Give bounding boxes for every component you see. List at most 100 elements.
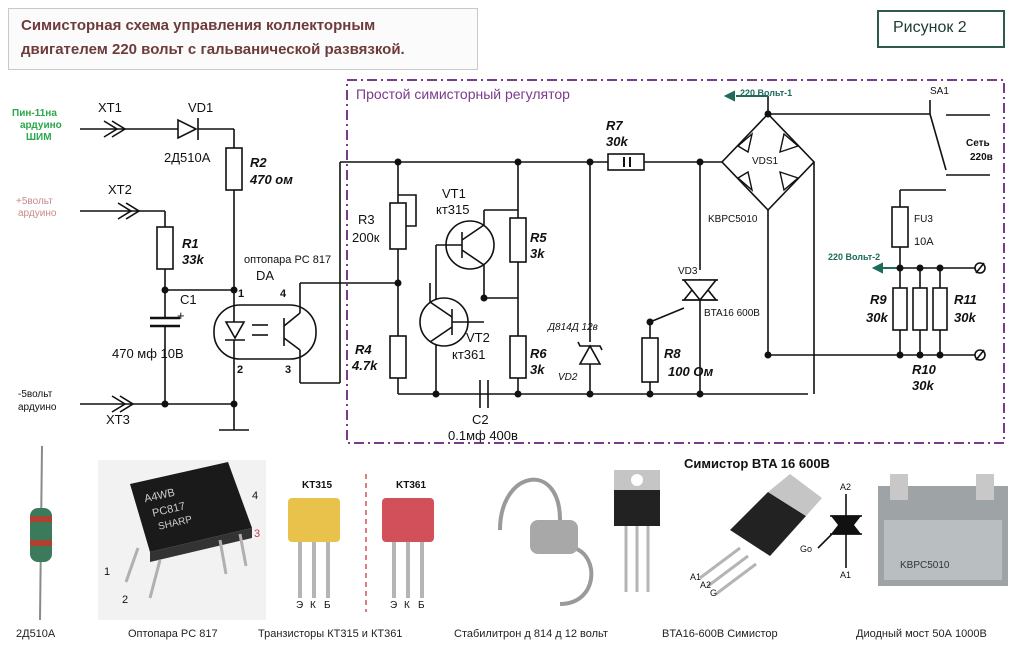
r2-label: R2 — [250, 155, 267, 170]
bridge-photo — [878, 474, 1008, 586]
triac-sym-a1: A1 — [840, 570, 852, 580]
opto-photo-pin-1: 1 — [104, 566, 111, 578]
r10-value: 30k — [912, 378, 934, 393]
c1-plus: + — [177, 308, 185, 323]
opto-pin-4: 4 — [280, 288, 287, 300]
triac-photo-upright — [614, 470, 660, 592]
vd2-label: VD2 — [558, 372, 578, 383]
r9-label: R9 — [870, 292, 887, 307]
r10-label: R10 — [912, 362, 936, 377]
opto-photo-pin-2: 2 — [122, 594, 129, 606]
zener-photo — [498, 477, 594, 606]
triac-pin-g: G — [710, 588, 718, 598]
vt1-label: VT1 — [442, 186, 466, 201]
r5-label: R5 — [530, 230, 547, 245]
figure-label: Рисунок 2 — [893, 19, 967, 36]
caption-bridge: Диодный мост 50А 1000В — [856, 628, 987, 640]
vd1-type: 2Д510А — [164, 150, 211, 165]
triac-sym-g: Go — [800, 544, 813, 554]
opto-photo-pin-4: 4 — [252, 490, 259, 502]
c1-label: C1 — [180, 292, 197, 307]
kt361-pin-k: К — [404, 600, 410, 611]
r8-label: R8 — [664, 346, 681, 361]
r8-value: 100 Ом — [668, 364, 714, 379]
opto-pin-2: 2 — [237, 364, 244, 376]
vd2-type: Д814Д 12в — [548, 322, 598, 333]
caption-transistors: Транзисторы КТ315 и КТ361 — [258, 628, 403, 640]
pin-label-3: ШИМ — [26, 132, 52, 143]
triac-pin-a2: A2 — [700, 580, 712, 590]
plus5-label-2: ардуино — [18, 208, 57, 219]
net-voltage: 220в — [970, 152, 993, 163]
fu3-value: 10А — [914, 236, 934, 248]
kt315-pin-k: К — [310, 600, 316, 611]
r3-label: R3 — [358, 212, 375, 227]
r9-value: 30k — [866, 310, 888, 325]
triac-sym-a2: A2 — [840, 482, 852, 492]
title-line-1: Симисторная схема управления коллекторны… — [21, 17, 376, 34]
opto-pin-3: 3 — [285, 364, 292, 376]
r6-label: R6 — [530, 346, 547, 361]
title-line-2: двигателем 220 вольт с гальванической ра… — [21, 41, 405, 58]
kt361-pin-e: Э — [390, 600, 398, 611]
xt1-label: XT1 — [98, 100, 122, 115]
kt315-pin-e: Э — [296, 600, 304, 611]
opto-photo-pin-3: 3 — [254, 528, 261, 540]
net-label: Сеть — [966, 138, 990, 149]
minus5-label-2: ардуино — [18, 402, 57, 413]
r7-label: R7 — [606, 118, 623, 133]
vds1-label: VDS1 — [752, 156, 779, 167]
r4-value: 4.7k — [352, 358, 378, 373]
xt3-label: XT3 — [106, 412, 130, 427]
vd1-label: VD1 — [188, 100, 214, 115]
vd3-type: BTA16 600B — [704, 308, 760, 319]
caption-optocoupler: Оптопара PC 817 — [128, 628, 218, 640]
triac-heading: Симистор BTA 16 600В — [684, 456, 830, 471]
caption-diode: 2Д510А — [16, 628, 56, 640]
caption-zener: Стабилитрон д 814 д 12 вольт — [454, 628, 608, 640]
r3-value: 200к — [352, 230, 380, 245]
bridge-type: KBPC5010 — [708, 214, 758, 225]
kt361-pin-b: Б — [418, 600, 425, 611]
minus5-label-1: -5вольт — [18, 389, 53, 400]
r11-value: 30k — [954, 310, 976, 325]
bridge-marking: KBPC5010 — [900, 560, 950, 571]
vt2-label: VT2 — [466, 330, 490, 345]
vd3-label: VD3 — [678, 266, 698, 277]
c1-value: 470 мф 10В — [112, 346, 184, 361]
r7-value: 30k — [606, 134, 628, 149]
v220-1-label: 220 Вольт-1 — [740, 88, 793, 98]
opto-pin-1: 1 — [238, 288, 245, 300]
plus5-label-1: +5вольт — [16, 196, 53, 207]
optocoupler-photo — [98, 460, 266, 620]
kt315-label: KT315 — [302, 480, 333, 491]
vt2-type: кт361 — [452, 347, 486, 362]
kt361-label: KT361 — [396, 480, 427, 491]
r6-value: 3k — [530, 362, 545, 377]
triac-photo-angled — [699, 474, 822, 596]
c2-label: C2 — [472, 412, 489, 427]
mains-arrows — [723, 90, 900, 274]
opto-label: оптопара PC 817 — [244, 254, 332, 266]
r1-label: R1 — [182, 236, 199, 251]
da-label: DA — [256, 268, 275, 283]
transistor-photos — [288, 474, 434, 612]
kt315-pin-b: Б — [324, 600, 331, 611]
pin-label-1: Пин-11на — [12, 108, 57, 119]
pin-label-2: ардуино — [20, 120, 62, 131]
r11-label: R11 — [954, 292, 977, 307]
bridge-diodes — [736, 132, 800, 192]
title-box: Симисторная схема управления коллекторны… — [8, 8, 478, 70]
r5-value: 3k — [530, 246, 545, 261]
c2-value: 0.1мф 400в — [448, 428, 518, 443]
r1-value: 33k — [182, 252, 204, 267]
caption-triac: BTA16-600B Симистор — [662, 628, 778, 640]
v220-2-label: 220 Вольт-2 — [828, 252, 881, 262]
junctions — [161, 110, 944, 408]
figure-label-box: Рисунок 2 — [877, 10, 1005, 48]
r2-value: 470 ом — [250, 172, 293, 187]
diode-photo — [30, 445, 52, 621]
